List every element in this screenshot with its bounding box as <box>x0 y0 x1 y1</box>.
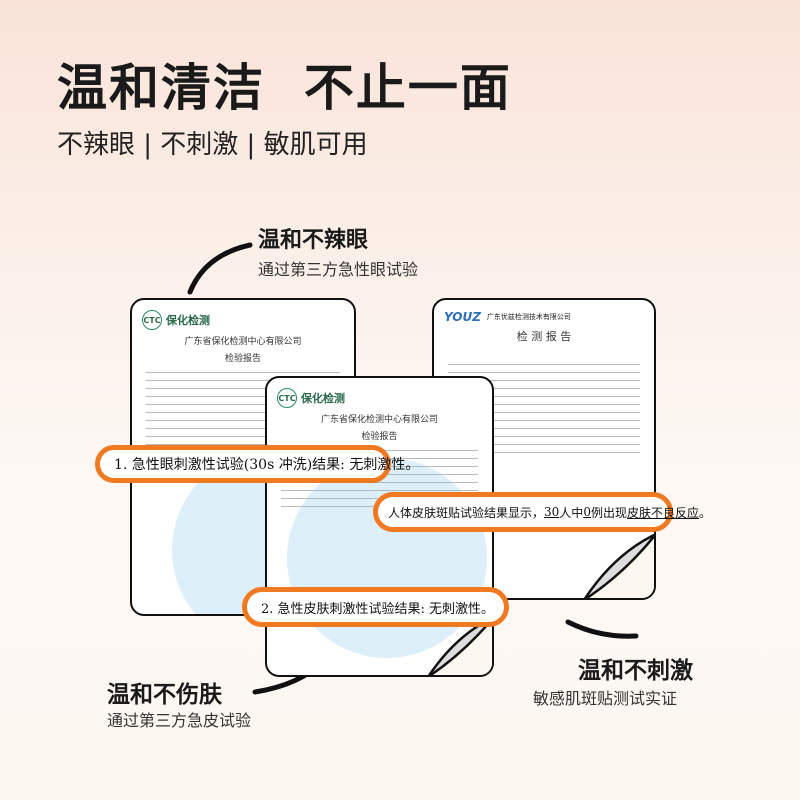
callout-eye-desc: 通过第三方急性眼试验 <box>258 260 419 279</box>
patch-text: 。 <box>698 505 711 520</box>
report-company: 广东省保化检测中心有限公司 <box>320 415 438 425</box>
page-curl-icon <box>584 534 654 598</box>
youz-logo: YOUZ <box>444 310 481 324</box>
patch-text: 例出现 <box>590 505 627 520</box>
callout-patch-title: 温和不刺激 <box>578 658 693 684</box>
connector-eye <box>187 242 253 295</box>
logo-text: 保化检测 <box>301 392 345 405</box>
callout-skin-desc: 通过第三方急皮试验 <box>107 711 252 730</box>
connector-patch <box>565 619 639 639</box>
report-company: 广东优兹检测技术有限公司 <box>486 313 571 321</box>
page-curl-icon <box>428 617 492 675</box>
callout-patch-desc: 敏感肌斑贴测试实证 <box>533 689 678 708</box>
highlight-skin-result: 2. 急性皮肤刺激性试验结果: 无刺激性。 <box>242 587 509 627</box>
headline: 温和清洁 不止一面 <box>57 59 512 117</box>
patch-count: 30 <box>544 505 560 519</box>
report-company: 广东省保化检测中心有限公司 <box>184 337 302 347</box>
patch-text: 人体皮肤斑贴试验结果显示， <box>388 505 545 520</box>
report-title: 检验报告 <box>361 432 398 442</box>
cti-logo-icon: CTC <box>142 310 162 330</box>
report-title: 检 测 报 告 <box>516 330 572 343</box>
patch-zero: 0 <box>583 505 591 519</box>
highlight-eye-result: 1. 急性眼刺激性试验(30s 冲洗)结果: 无刺激性。 <box>95 445 419 483</box>
patch-text: 人中 <box>559 505 584 520</box>
callout-eye-title: 温和不辣眼 <box>258 228 369 253</box>
logo-text: 保化检测 <box>166 314 210 327</box>
callout-skin-title: 温和不伤肤 <box>107 682 222 708</box>
cti-logo-icon: CTC <box>277 388 297 408</box>
report-title: 检验报告 <box>224 354 261 364</box>
subheadline: 不辣眼 | 不刺激 | 敏肌可用 <box>57 130 368 160</box>
patch-reaction: 皮肤不良反应 <box>626 505 699 520</box>
